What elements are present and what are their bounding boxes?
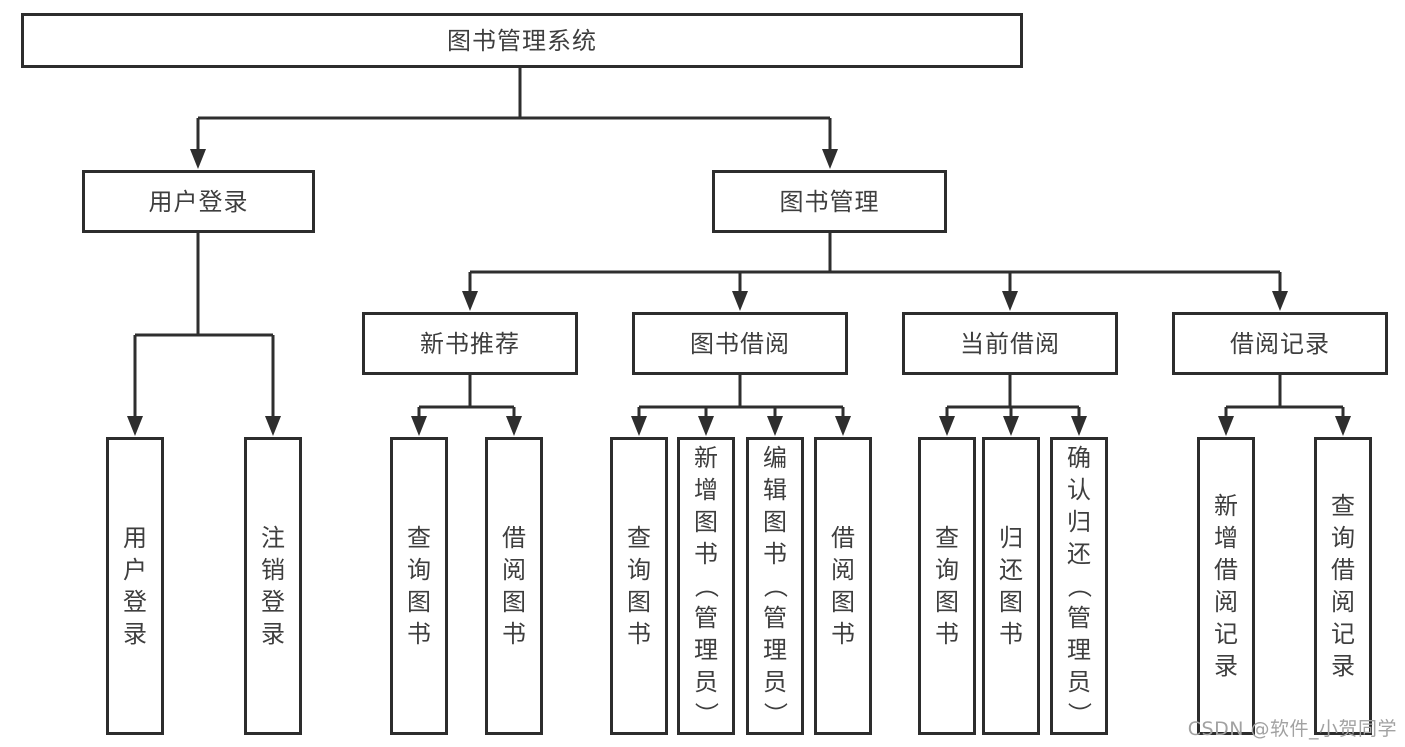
leaf-query-books-1: 查询图书	[390, 437, 448, 735]
leaf-query-books-3: 查询图书	[918, 437, 976, 735]
arrow-down-icon	[462, 291, 478, 311]
leaf-confirm-return-admin: 确认归还（管理员）	[1050, 437, 1108, 735]
arrow-down-icon	[1218, 416, 1234, 436]
arrow-down-icon	[939, 416, 955, 436]
leaf-logout: 注销登录	[244, 437, 302, 735]
arrow-down-icon	[1335, 416, 1351, 436]
arrow-down-icon	[265, 416, 281, 436]
arrow-down-icon	[411, 416, 427, 436]
leaf-edit-books-admin: 编辑图书（管理员）	[746, 437, 804, 735]
arrow-down-icon	[835, 416, 851, 436]
arrow-down-icon	[732, 291, 748, 311]
leaf-add-books-admin: 新增图书（管理员）	[677, 437, 735, 735]
node-book-management: 图书管理	[712, 170, 947, 233]
node-borrow-records: 借阅记录	[1172, 312, 1388, 375]
arrow-down-icon	[1272, 291, 1288, 311]
node-user-login: 用户登录	[82, 170, 315, 233]
leaf-borrow-books-2: 借阅图书	[814, 437, 872, 735]
arrow-down-icon	[190, 149, 206, 169]
leaf-query-borrow-record: 查询借阅记录	[1314, 437, 1372, 735]
arrow-down-icon	[506, 416, 522, 436]
leaf-return-books: 归还图书	[982, 437, 1040, 735]
node-new-book-recommend: 新书推荐	[362, 312, 578, 375]
leaf-query-books-2: 查询图书	[610, 437, 668, 735]
arrow-down-icon	[822, 149, 838, 169]
node-book-borrow: 图书借阅	[632, 312, 848, 375]
watermark: CSDN @软件_小贺同学	[1187, 718, 1397, 740]
leaf-add-borrow-record: 新增借阅记录	[1197, 437, 1255, 735]
arrow-down-icon	[127, 416, 143, 436]
node-library-system: 图书管理系统	[21, 13, 1023, 68]
leaf-borrow-books-1: 借阅图书	[485, 437, 543, 735]
arrow-down-icon	[767, 416, 783, 436]
leaf-user-login: 用户登录	[106, 437, 164, 735]
arrow-down-icon	[698, 416, 714, 436]
arrow-down-icon	[1003, 416, 1019, 436]
node-current-borrow: 当前借阅	[902, 312, 1118, 375]
arrow-down-icon	[1002, 291, 1018, 311]
arrow-down-icon	[631, 416, 647, 436]
arrow-down-icon	[1071, 416, 1087, 436]
